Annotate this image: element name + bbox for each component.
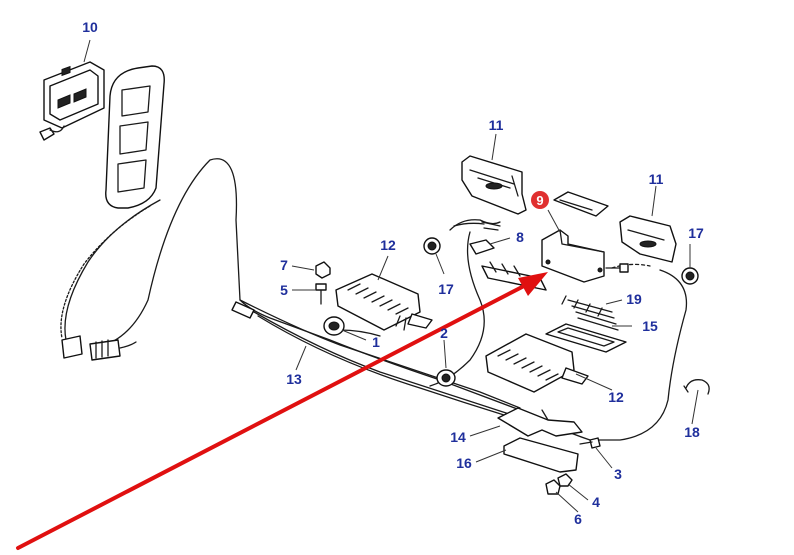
callout-label-17-middle: 17 bbox=[438, 281, 454, 297]
pointer-arrow bbox=[16, 272, 548, 550]
callout-label-12-lower: 12 bbox=[608, 389, 624, 405]
callout-label-2: 2 bbox=[440, 325, 448, 341]
callout-label-8: 8 bbox=[516, 229, 524, 245]
callout-label-17-right: 17 bbox=[688, 225, 704, 241]
callout-label-1: 1 bbox=[372, 334, 380, 350]
bracket-16[interactable] bbox=[503, 437, 579, 473]
callout-label-3: 3 bbox=[614, 466, 622, 482]
callout-label-19: 19 bbox=[626, 291, 642, 307]
cover-plate[interactable] bbox=[553, 191, 609, 217]
callout-label-11-left: 11 bbox=[489, 117, 504, 133]
callout-label-15: 15 bbox=[642, 318, 658, 334]
callout-label-5: 5 bbox=[280, 282, 288, 298]
nut-7[interactable] bbox=[315, 261, 331, 279]
bracket-11-left[interactable] bbox=[461, 155, 527, 215]
highlight-marker-9[interactable]: 9 bbox=[531, 191, 549, 209]
callout-label-13: 13 bbox=[286, 371, 302, 387]
bracket-11-right[interactable] bbox=[619, 215, 677, 263]
grommet-17-middle[interactable] bbox=[423, 237, 441, 255]
callout-labels: 10 7 5 12 17 1 2 13 8 11 11 17 19 15 12 … bbox=[82, 19, 704, 527]
bolt-3[interactable] bbox=[579, 437, 601, 449]
callout-label-9: 9 bbox=[536, 193, 543, 208]
harness-sleeve bbox=[231, 301, 255, 319]
grommet-1[interactable] bbox=[323, 316, 345, 336]
bracket-9[interactable] bbox=[541, 229, 605, 283]
callout-label-18: 18 bbox=[684, 424, 700, 440]
nut-4[interactable] bbox=[557, 473, 573, 487]
callout-label-10: 10 bbox=[82, 19, 98, 35]
screw-near-9[interactable] bbox=[605, 263, 629, 273]
callout-label-11-right: 11 bbox=[649, 171, 664, 187]
callout-label-6: 6 bbox=[574, 511, 582, 527]
callout-label-14: 14 bbox=[450, 429, 466, 445]
nut-6[interactable] bbox=[545, 479, 561, 495]
pad-15[interactable] bbox=[545, 323, 627, 353]
display-unit[interactable] bbox=[39, 61, 105, 141]
control-module-12-lower[interactable] bbox=[485, 333, 589, 393]
spring-clip-19[interactable] bbox=[561, 295, 619, 331]
screw-5[interactable] bbox=[315, 283, 327, 305]
callout-label-16: 16 bbox=[456, 455, 472, 471]
connector-plug[interactable] bbox=[61, 335, 137, 361]
callout-label-4: 4 bbox=[592, 494, 600, 510]
control-module-12-upper[interactable] bbox=[335, 273, 433, 331]
bracket-14[interactable] bbox=[497, 407, 583, 437]
display-frame[interactable] bbox=[105, 65, 165, 209]
callout-label-12-upper: 12 bbox=[380, 237, 396, 253]
clamp-18[interactable] bbox=[683, 379, 710, 395]
grommet-17-right[interactable] bbox=[681, 267, 699, 285]
grommet-2[interactable] bbox=[436, 369, 456, 387]
clip-8[interactable] bbox=[453, 221, 501, 255]
callout-label-7: 7 bbox=[280, 257, 288, 273]
leader-lines bbox=[83, 39, 699, 513]
